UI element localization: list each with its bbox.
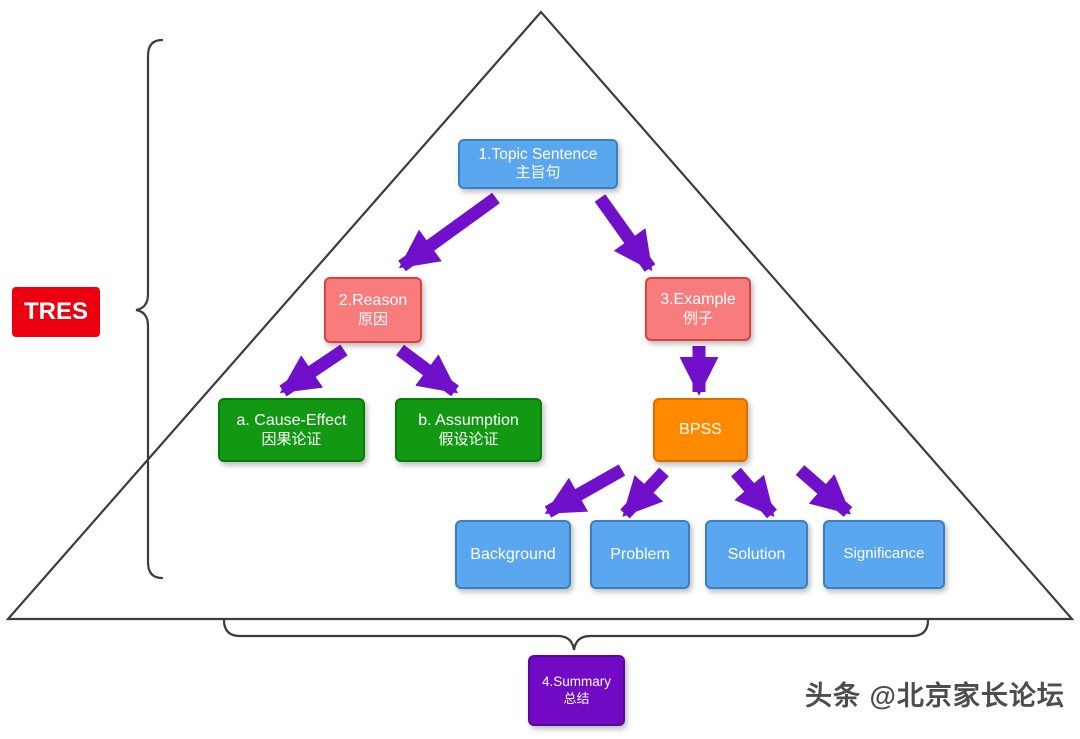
node-assumption: b. Assumption 假设论证 (395, 398, 542, 462)
watermark-text: 头条 @北京家长论坛 (805, 681, 1065, 711)
node-bpss: BPSS (653, 398, 748, 462)
node-problem-line1: Problem (610, 545, 670, 563)
node-topic-sentence: 1.Topic Sentence 主旨句 (458, 139, 618, 189)
node-problem: Problem (590, 520, 690, 589)
node-example-line2: 例子 (682, 309, 713, 327)
arrow-reason-to-cause (279, 344, 348, 397)
node-topic-sentence-line2: 主旨句 (515, 164, 561, 182)
left-brace (135, 38, 164, 580)
node-summary-line2: 总结 (563, 690, 590, 706)
node-bpss-line1: BPSS (679, 421, 722, 438)
node-solution: Solution (705, 520, 808, 589)
node-cause-effect-line2: 因果论证 (261, 430, 322, 448)
arrow-bpss-to-solution (731, 467, 777, 519)
arrow-topic-to-reason (398, 192, 500, 272)
arrow-topic-to-example (594, 194, 656, 272)
node-topic-sentence-line1: 1.Topic Sentence (478, 145, 598, 163)
bottom-brace (222, 618, 930, 651)
node-background-line1: Background (470, 545, 556, 563)
node-cause-effect-line1: a. Cause-Effect (236, 411, 347, 429)
node-assumption-line2: 假设论证 (438, 430, 499, 448)
node-solution-line1: Solution (727, 545, 786, 563)
node-reason-line2: 原因 (357, 310, 388, 328)
tres-label: TRES (12, 287, 100, 337)
arrow-bpss-to-significance (795, 465, 853, 517)
triangle-outline (5, 10, 1075, 621)
arrow-bpss-to-problem (620, 467, 669, 519)
node-reason: 2.Reason 原因 (324, 277, 422, 343)
tres-label-text: TRES (23, 298, 88, 325)
node-summary: 4.Summary 总结 (528, 655, 625, 726)
node-example-line1: 3.Example (660, 290, 736, 308)
node-significance: Significance (823, 520, 945, 589)
arrow-bpss-to-background (544, 464, 626, 518)
node-example: 3.Example 例子 (645, 277, 751, 341)
node-assumption-line1: b. Assumption (418, 411, 519, 429)
node-reason-line1: 2.Reason (338, 291, 408, 309)
node-summary-line1: 4.Summary (541, 673, 612, 689)
arrow-reason-to-assumption (396, 344, 459, 397)
node-cause-effect: a. Cause-Effect 因果论证 (218, 398, 365, 462)
node-significance-line1: Significance (843, 545, 925, 563)
node-background: Background (455, 520, 571, 589)
